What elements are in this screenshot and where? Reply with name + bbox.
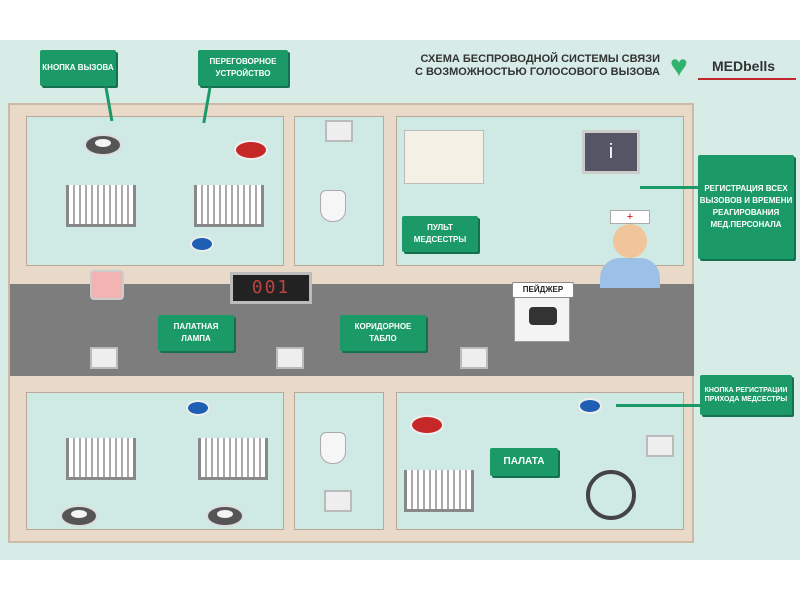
callout-intercom: ПЕРЕГОВОРНОЕ УСТРОЙСТВО bbox=[198, 50, 288, 86]
bed-icon bbox=[66, 438, 136, 480]
intercom-icon bbox=[234, 140, 268, 160]
pager-icon bbox=[514, 292, 570, 342]
nurse-icon: + bbox=[600, 210, 660, 292]
light-switch-icon bbox=[460, 347, 488, 369]
heart-icon: ♥ bbox=[670, 50, 688, 83]
logo-text: MEDbells bbox=[712, 58, 776, 74]
computer-icon: i bbox=[582, 130, 640, 174]
nurse-console-icon bbox=[404, 130, 484, 184]
wall-call-icon bbox=[646, 435, 674, 457]
bed-icon bbox=[194, 185, 264, 227]
callout-call-button: КНОПКА ВЫЗОВА bbox=[40, 50, 116, 86]
bed-icon bbox=[66, 185, 136, 227]
callout-corridor-display: КОРИДОРНОЕ ТАБЛО bbox=[340, 315, 426, 351]
callout-pointer bbox=[616, 404, 702, 407]
wheelchair-icon bbox=[586, 470, 636, 520]
call-button-icon bbox=[206, 505, 244, 527]
toilet-icon bbox=[320, 190, 346, 222]
title-line-1: СХЕМА БЕСПРОВОДНОЙ СИСТЕМЫ СВЯЗИ bbox=[420, 53, 660, 65]
title-line-2: С ВОЗМОЖНОСТЬЮ ГОЛОСОВОГО ВЫЗОВА bbox=[415, 66, 660, 78]
callout-ward-lamp: ПАЛАТНАЯ ЛАМПА bbox=[158, 315, 234, 351]
call-button-icon bbox=[60, 505, 98, 527]
light-switch-icon bbox=[90, 347, 118, 369]
callout-pager: ПЕЙДЖЕР bbox=[512, 282, 574, 298]
nurse-button-icon bbox=[578, 398, 602, 414]
toilet-icon bbox=[320, 432, 346, 464]
pulse-line bbox=[698, 78, 796, 80]
ward-lamp-icon bbox=[90, 270, 124, 300]
restroom-call-icon bbox=[325, 120, 353, 142]
light-switch-icon bbox=[276, 347, 304, 369]
callout-pointer bbox=[640, 186, 700, 189]
callout-nurse-console: ПУЛЬТ МЕДСЕСТРЫ bbox=[402, 216, 478, 252]
bed-icon bbox=[404, 470, 474, 512]
bed-icon bbox=[198, 438, 268, 480]
intercom-icon bbox=[410, 415, 444, 435]
medbells-logo: ♥ MEDbells bbox=[668, 48, 798, 88]
restroom-call-icon bbox=[324, 490, 352, 512]
callout-registration: РЕГИСТРАЦИЯ ВСЕХ ВЫЗОВОВ И ВРЕМЕНИ РЕАГИ… bbox=[698, 155, 794, 259]
nurse-button-icon bbox=[186, 400, 210, 416]
call-button-icon bbox=[84, 134, 122, 156]
callout-nurse-arrival: КНОПКА РЕГИСТРАЦИИ ПРИХОДА МЕДСЕСТРЫ bbox=[700, 375, 792, 415]
nurse-button-icon bbox=[190, 236, 214, 252]
callout-ward: ПАЛАТА bbox=[490, 448, 558, 476]
corridor-display: 001 bbox=[230, 272, 312, 304]
